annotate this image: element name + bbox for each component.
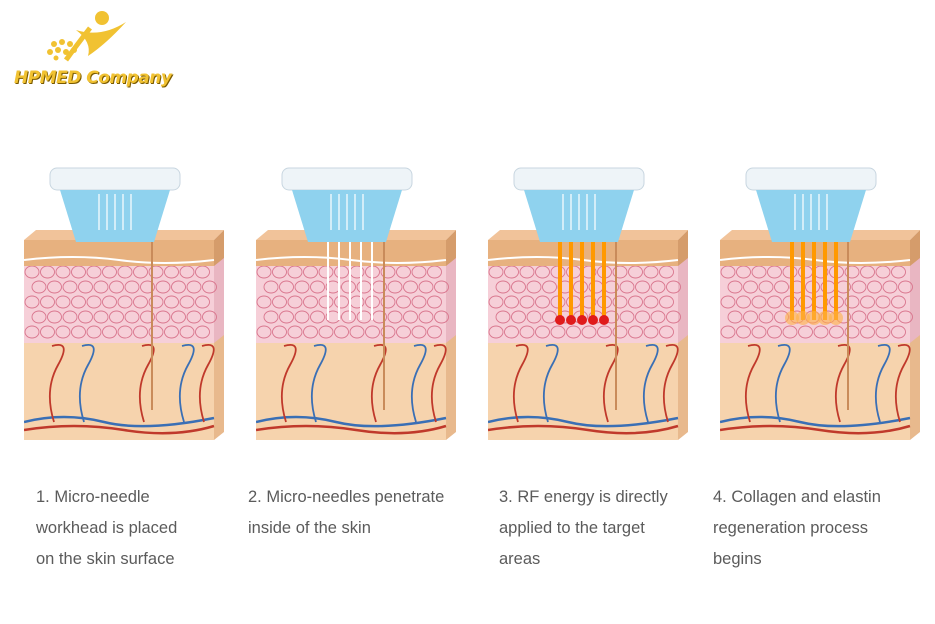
micro-needle-workhead-icon bbox=[281, 167, 413, 242]
step-1-illustration bbox=[24, 160, 229, 460]
rf-energy-point-icon bbox=[566, 315, 576, 325]
vein-icon bbox=[488, 415, 679, 428]
artery-icon bbox=[488, 424, 679, 435]
regeneration-glow-icon bbox=[829, 311, 843, 325]
logo-mark-icon bbox=[47, 11, 126, 62]
rf-energy-point-icon bbox=[588, 315, 598, 325]
step-2-illustration bbox=[256, 160, 461, 460]
artery-icon bbox=[24, 424, 215, 435]
regeneration-glow-icon bbox=[796, 311, 810, 325]
regeneration-glow-icon bbox=[818, 311, 832, 325]
vein-icon bbox=[24, 415, 215, 428]
rf-energy-point-icon bbox=[555, 315, 565, 325]
brand-name: HPMED Company bbox=[14, 68, 172, 88]
vein-icon bbox=[720, 415, 911, 428]
step-4-illustration bbox=[720, 160, 925, 460]
regeneration-glow-icon bbox=[785, 311, 799, 325]
artery-icon bbox=[720, 424, 911, 435]
company-logo: HPMED Company bbox=[6, 8, 172, 90]
micro-needle-workhead-icon bbox=[745, 167, 877, 242]
rf-energy-point-icon bbox=[577, 315, 587, 325]
artery-icon bbox=[256, 424, 447, 435]
regeneration-glow-icon bbox=[807, 311, 821, 325]
step-1-caption: 1. Micro-needle workhead is placed on th… bbox=[36, 488, 178, 568]
step-4-caption: 4. Collagen and elastin regeneration pro… bbox=[713, 488, 881, 568]
micro-needle-workhead-icon bbox=[49, 167, 181, 242]
cell-layer bbox=[24, 265, 214, 343]
step-2-caption: 2. Micro-needles penetrate inside of the… bbox=[248, 488, 445, 537]
rf-energy-point-icon bbox=[599, 315, 609, 325]
step-3-illustration bbox=[488, 160, 693, 460]
vein-icon bbox=[256, 415, 447, 428]
step-3-caption: 3. RF energy is directly applied to the … bbox=[499, 488, 668, 568]
micro-needle-workhead-icon bbox=[513, 167, 645, 242]
